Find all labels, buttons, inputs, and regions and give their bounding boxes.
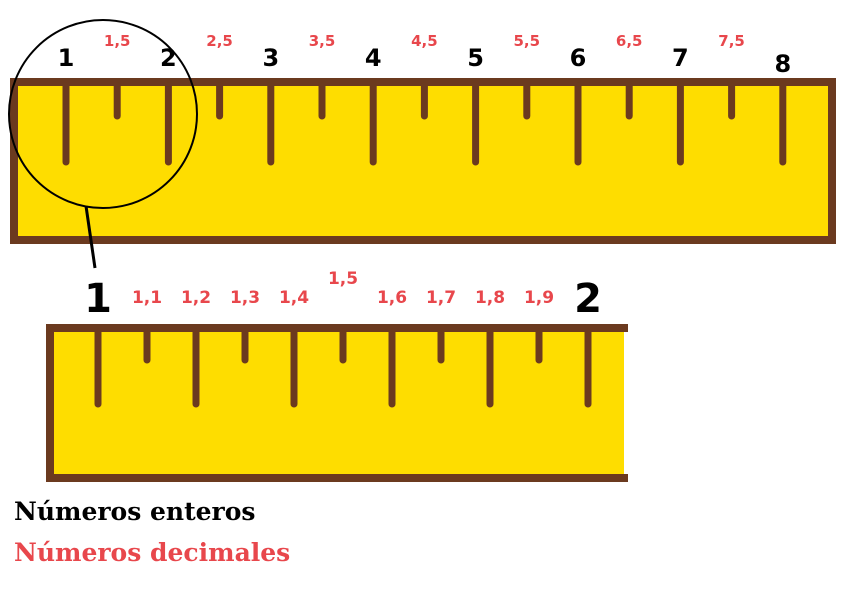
top-ruler-integer-label: 7 bbox=[672, 44, 689, 72]
zoom-ruler-tenth-label: 1,1 bbox=[132, 288, 162, 308]
legend-integers: Números enteros bbox=[14, 497, 256, 526]
legend-decimals: Números decimales bbox=[14, 538, 291, 567]
zoom-ruler-tenth-label: 1,9 bbox=[524, 288, 554, 308]
top-ruler-half-label: 5,5 bbox=[514, 32, 541, 50]
top-ruler-half-label: 7,5 bbox=[718, 32, 745, 50]
zoom-ruler: 1 2 1,1 1,2 1,3 1,4 1,5 1,6 1,7 1,8 1,9 bbox=[46, 269, 628, 482]
zoom-ruler-tenth-label: 1,7 bbox=[426, 288, 456, 308]
zoom-ruler-border bbox=[46, 324, 628, 482]
zoom-ruler-integer-label: 1 bbox=[84, 276, 112, 322]
magnifier bbox=[8, 19, 198, 269]
top-ruler-integer-label: 6 bbox=[570, 44, 587, 72]
top-ruler-integer-label: 2 bbox=[160, 44, 177, 72]
top-ruler-integer-label: 4 bbox=[365, 44, 382, 72]
top-ruler-half-label: 4,5 bbox=[411, 32, 438, 50]
zoom-ruler-tenth-label: 1,8 bbox=[475, 288, 505, 308]
top-ruler-integer-label: 5 bbox=[467, 44, 484, 72]
zoom-ruler-tenth-label: 1,6 bbox=[377, 288, 407, 308]
top-ruler-integer-label: 3 bbox=[262, 44, 279, 72]
zoom-ruler-tenth-label: 1,5 bbox=[328, 269, 358, 289]
top-ruler-integer-label: 8 bbox=[774, 50, 791, 78]
top-ruler-half-label: 1,5 bbox=[104, 32, 131, 50]
zoom-ruler-tenth-label: 1,4 bbox=[279, 288, 309, 308]
top-ruler-half-label: 6,5 bbox=[616, 32, 643, 50]
top-ruler-half-label: 2,5 bbox=[206, 32, 233, 50]
top-ruler-integer-label: 1 bbox=[58, 44, 75, 72]
magnifier-connector bbox=[84, 205, 97, 269]
zoom-ruler-tenth-label: 1,2 bbox=[181, 288, 211, 308]
top-ruler: 1 2 3 4 5 6 7 8 1,5 2,5 3,5 4,5 5,5 6,5 7,5 bbox=[10, 32, 836, 244]
top-ruler-half-label: 3,5 bbox=[309, 32, 336, 50]
zoom-ruler-tenth-label: 1,3 bbox=[230, 288, 260, 308]
zoom-ruler-integer-label: 2 bbox=[574, 276, 602, 322]
magnifier-circle bbox=[8, 19, 198, 209]
